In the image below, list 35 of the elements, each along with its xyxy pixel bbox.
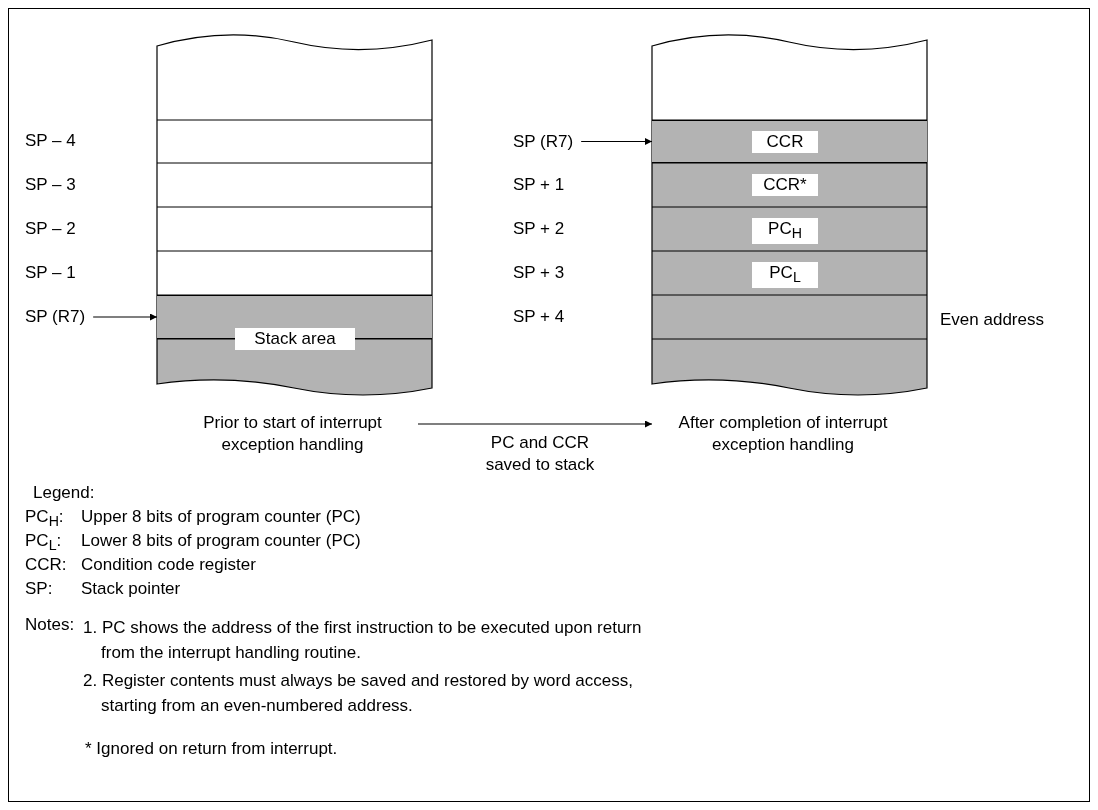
address-offset: SP – 3 — [25, 175, 76, 195]
legend-term: PC$_{H}$: — [25, 507, 64, 532]
footnote-text: * Ignored on return from interrupt. — [85, 739, 338, 759]
pointer-label: SP (R7) — [25, 306, 86, 326]
address-offset: SP + 3 — [513, 263, 565, 283]
note-text: 2. Register contents must always be saved and restored by word access, starting from an even-numbered address. — [83, 670, 634, 717]
address-offset: SP – 2 — [25, 219, 76, 239]
note-text: 1. PC shows the address of the first instruction to be executed upon return from the interrupt handling routine. — [83, 617, 643, 664]
legend-heading: Legend: — [33, 483, 95, 503]
state-caption: After completion of interrupt exception handling — [652, 412, 914, 456]
state-caption: Prior to start of interrupt exception handling — [175, 412, 410, 456]
legend-definition: Upper 8 bits of program counter (PC) — [81, 507, 361, 527]
legend-term: SP: — [25, 579, 53, 599]
arrow — [417, 420, 653, 428]
register-label: CCR* — [752, 174, 818, 196]
arrow — [92, 313, 158, 321]
arrow — [580, 138, 653, 145]
address-offset: SP + 4 — [513, 307, 565, 327]
register-label: PC$_{H}$ — [752, 218, 818, 245]
address-offset: SP – 1 — [25, 263, 76, 283]
legend-term: PC$_{L}$: — [25, 531, 62, 556]
note-text: Even address — [940, 310, 1044, 330]
register-label: PC$_{L}$ — [752, 262, 818, 289]
stack-area-label: Stack area — [235, 328, 355, 350]
address-offset: SP – 4 — [25, 131, 76, 151]
legend-definition: Lower 8 bits of program counter (PC) — [81, 531, 361, 551]
legend-definition: Stack pointer — [81, 579, 181, 599]
address-offset: SP + 2 — [513, 219, 565, 239]
address-offset: SP + 1 — [513, 175, 565, 195]
register-label: CCR — [752, 131, 818, 153]
pointer-label: SP (R7) — [513, 131, 574, 151]
legend-term: CCR: — [25, 555, 67, 575]
notes-heading: Notes: — [25, 615, 75, 635]
legend-definition: Condition code register — [81, 555, 256, 575]
stack-cell — [652, 120, 927, 163]
